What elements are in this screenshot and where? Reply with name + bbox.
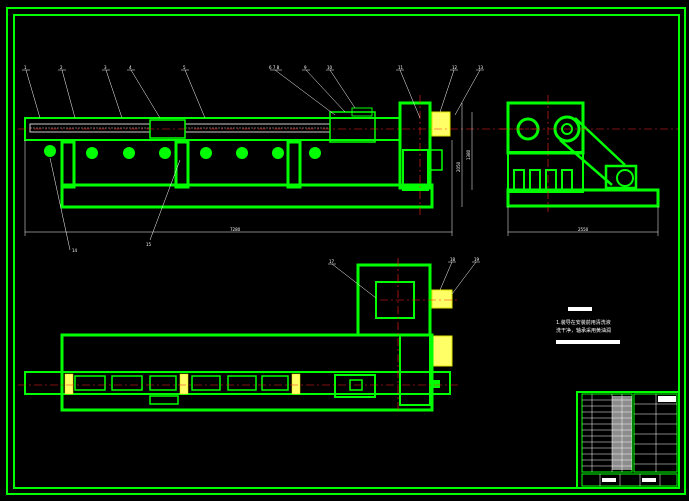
balloon-6-7-8: 6 7 8: [269, 65, 280, 70]
balloon-4: 4: [129, 65, 132, 70]
balloon-2: 2: [60, 65, 63, 70]
outer-border: [6, 7, 686, 495]
balloon-3: 3: [104, 65, 107, 70]
balloon-15: 15: [146, 242, 152, 247]
balloon-1: 1: [24, 65, 27, 70]
technical-notes: 1.装导在安装前用清洗液 洗干净，轴承采用黄油润: [556, 307, 620, 344]
note-line-1: 1.装导在安装前用清洗液: [556, 319, 611, 326]
balloon-11: 11: [398, 65, 404, 70]
balloon-17: 17: [329, 259, 335, 264]
note-line-2: 洗干净，轴承采用黄油润: [556, 327, 611, 334]
balloon-18: 18: [450, 257, 456, 262]
dimension-height-1: 2050: [456, 161, 461, 172]
inner-border: [13, 14, 680, 489]
side-elevation-view: 2550: [500, 95, 678, 236]
front-elevation-view: 1 2 3 4 5 6 7 8 9 10 11 12 13 14 15 7280…: [18, 65, 540, 253]
balloon-19: 19: [474, 257, 480, 262]
dimension-side-width: 2550: [578, 227, 589, 232]
title-block: [576, 391, 680, 489]
balloon-12: 12: [452, 65, 458, 70]
balloon-5: 5: [183, 65, 186, 70]
balloon-13: 13: [478, 65, 484, 70]
plan-view: 17 18 19: [18, 257, 480, 412]
balloon-14: 14: [72, 248, 78, 253]
balloon-10: 10: [327, 65, 333, 70]
dimension-height-2: 1380: [466, 149, 471, 160]
heater-bands: [44, 145, 321, 159]
dimension-overall-length: 7280: [230, 227, 241, 232]
balloon-9: 9: [304, 65, 307, 70]
